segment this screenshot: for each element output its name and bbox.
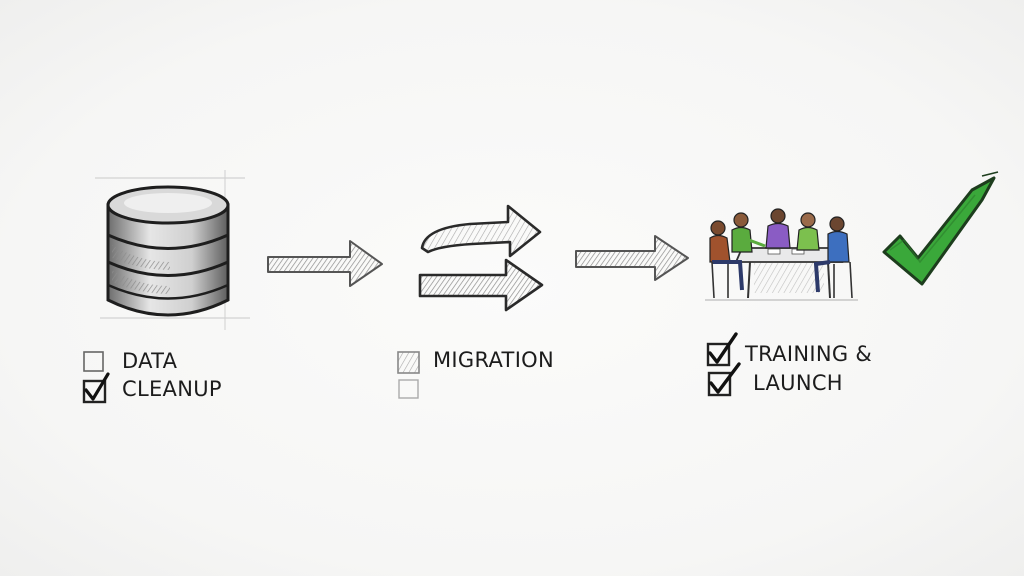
team-meeting-icon <box>705 208 858 301</box>
arrow-right-icon <box>267 240 383 287</box>
checkbox-migration-2[interactable] <box>398 379 419 399</box>
checkbox-migration[interactable] <box>397 351 420 374</box>
double-arrow-icon <box>418 204 544 312</box>
checkbox-launch[interactable] <box>707 362 741 397</box>
stage-label-migration: MIGRATION <box>433 348 555 372</box>
arrow-right-icon <box>575 235 689 281</box>
stage-label-launch: LAUNCH <box>753 371 843 395</box>
database-icon <box>95 170 250 330</box>
checkbox-data[interactable] <box>83 351 104 372</box>
stage-label-data: DATA <box>122 349 178 373</box>
stage-label-training: TRAINING & <box>745 342 873 366</box>
checkbox-training[interactable] <box>706 332 738 367</box>
stage-label-cleanup: CLEANUP <box>122 377 222 401</box>
big-checkmark-icon <box>882 171 999 286</box>
checkbox-cleanup[interactable] <box>82 372 110 404</box>
